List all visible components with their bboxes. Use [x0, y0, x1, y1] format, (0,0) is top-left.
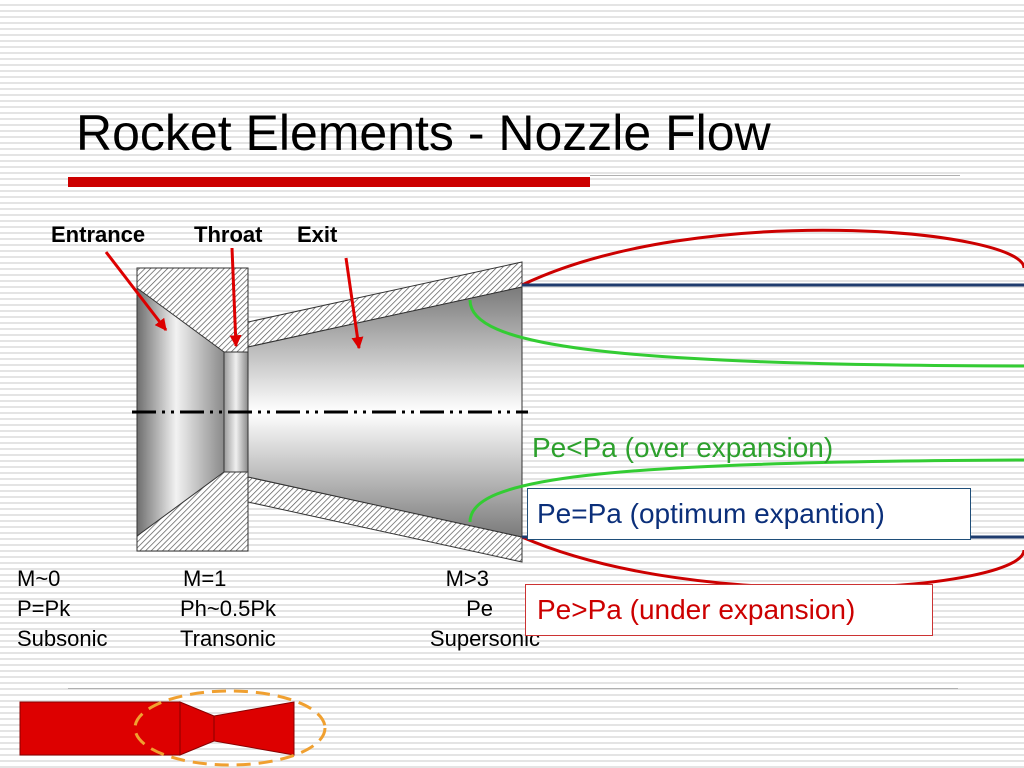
label-throat: Throat	[194, 222, 263, 247]
exit-state: M>3 Pe Supersonic	[393, 564, 543, 654]
exit-regime: Supersonic	[429, 626, 540, 651]
throat-arrow	[229, 247, 242, 348]
over-expansion-boundary-bottom	[468, 458, 1024, 523]
entrance-regime: Subsonic	[17, 626, 108, 651]
label-entrance: Entrance	[51, 222, 146, 247]
over-expansion-label: Pe<Pa (over expansion)	[532, 432, 834, 463]
title-underline-rule	[590, 175, 960, 176]
small-nozzle-icon	[19, 701, 295, 756]
under-expansion-label: Pe>Pa (under expansion)	[525, 584, 933, 636]
throat-pressure: Ph~0.5Pk	[180, 596, 277, 621]
entrance-mach: M~0	[17, 566, 61, 591]
entrance-state: M~0 P=Pk Subsonic	[17, 564, 108, 654]
exit-arrow	[344, 257, 364, 350]
entrance-pressure: P=Pk	[17, 596, 71, 621]
footer-rule	[68, 688, 958, 689]
title-underline-accent	[68, 177, 590, 187]
throat-highlight-ellipse	[133, 689, 327, 767]
slide-title: Rocket Elements - Nozzle Flow	[76, 105, 771, 161]
throat-state: M=1 Ph~0.5Pk Transonic	[180, 564, 310, 654]
under-expansion-plume-bottom	[521, 535, 1024, 590]
label-exit: Exit	[297, 222, 338, 247]
over-expansion-boundary-top	[468, 299, 1024, 368]
exit-pressure: Pe	[466, 596, 493, 621]
throat-mach: M=1	[183, 566, 227, 591]
under-expansion-plume-top	[521, 228, 1024, 287]
throat-regime: Transonic	[180, 626, 276, 651]
exit-mach: M>3	[445, 566, 489, 591]
optimum-expansion-label: Pe=Pa (optimum expantion)	[527, 488, 971, 540]
entrance-arrow	[104, 251, 168, 331]
